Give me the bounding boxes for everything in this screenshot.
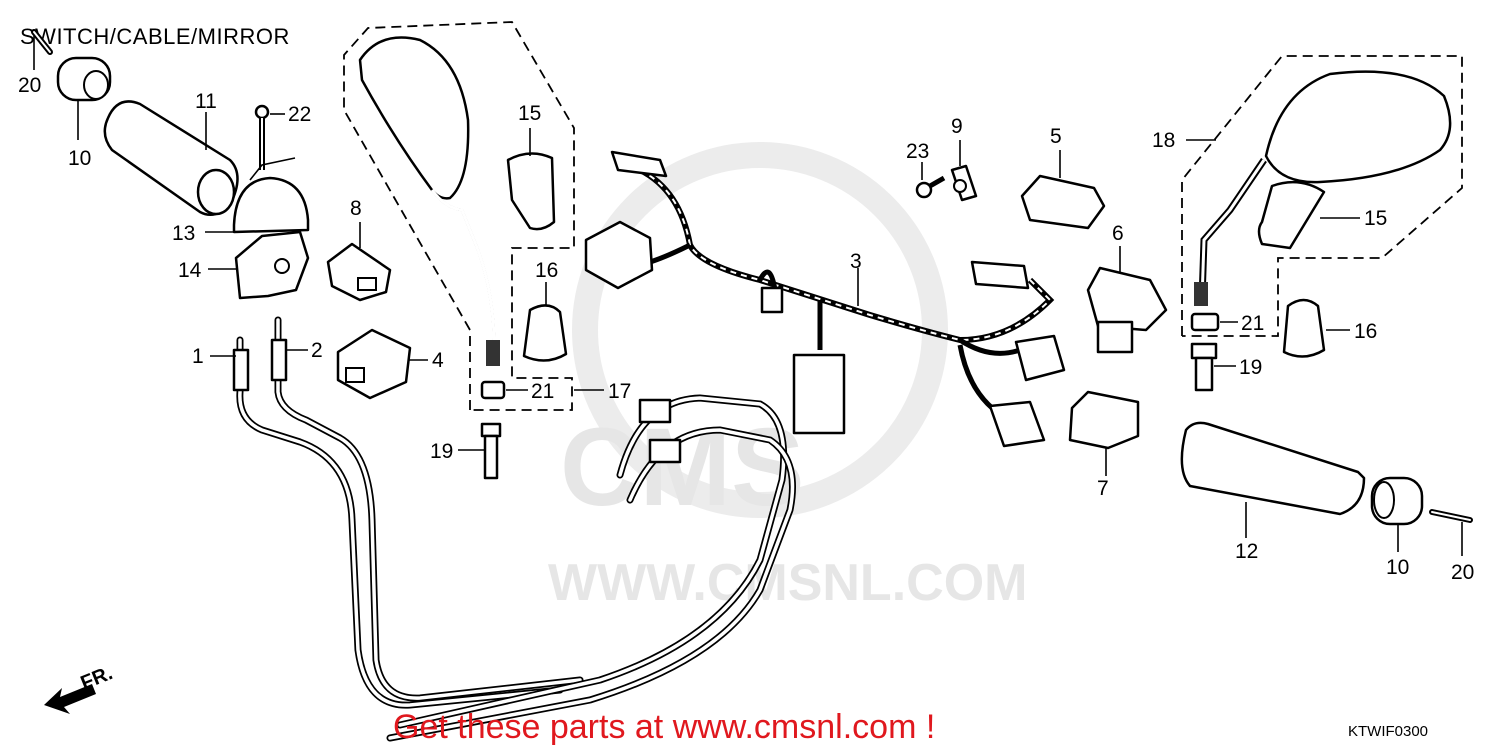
part-23-screw <box>915 175 946 199</box>
callout-14: 14 <box>178 259 202 282</box>
part-7-switch <box>1068 390 1140 450</box>
part-4-switch <box>336 328 412 400</box>
callout-10-right: 10 <box>1386 556 1409 579</box>
callout-21-right: 21 <box>1241 312 1264 335</box>
callout-22: 22 <box>288 103 311 126</box>
diagram-code: KTWIF0300 <box>1348 723 1428 740</box>
part-12-right-grip <box>1180 421 1366 516</box>
front-arrow-icon: FR. <box>44 662 116 714</box>
callout-5: 5 <box>1050 125 1062 148</box>
callout-18: 18 <box>1152 129 1175 152</box>
callout-11: 11 <box>195 90 217 113</box>
callout-1: 1 <box>192 345 204 368</box>
watermark-logo: CMS <box>560 406 804 529</box>
part-15-right-boot <box>1257 180 1326 250</box>
part-16-left-rubber <box>522 304 568 362</box>
part-13-clamp <box>232 157 310 234</box>
promo-link[interactable]: Get these parts at www.cmsnl.com ! <box>393 708 935 746</box>
callout-20-right: 20 <box>1451 561 1474 584</box>
part-10-right-bar-end <box>1370 476 1424 526</box>
callout-6: 6 <box>1112 222 1124 245</box>
callout-3: 3 <box>850 250 862 273</box>
callout-23: 23 <box>906 140 929 163</box>
part-15-left-boot <box>506 152 556 231</box>
part-14-switch-housing <box>234 230 310 300</box>
callout-20-left: 20 <box>18 74 41 97</box>
callout-17: 17 <box>608 380 631 403</box>
part-right-mirror <box>1194 70 1452 306</box>
callout-16-left: 16 <box>535 259 558 282</box>
part-21-left-nut <box>480 380 506 400</box>
part-21-right-nut <box>1190 312 1220 332</box>
callout-21-left: 21 <box>531 380 554 403</box>
callout-13: 13 <box>172 222 195 245</box>
part-19-right-bolt <box>1190 342 1218 392</box>
part-20-right-screw <box>1429 509 1473 523</box>
callout-19-left: 19 <box>430 440 453 463</box>
part-8-switch <box>326 242 392 302</box>
part-5-switch <box>1020 174 1106 230</box>
part-left-mirror <box>358 36 500 366</box>
part-19-left-bolt <box>480 422 502 480</box>
callout-8: 8 <box>350 197 362 220</box>
part-3-wire-harness <box>584 150 1066 448</box>
callout-12: 12 <box>1235 540 1258 563</box>
callout-15-right: 15 <box>1364 207 1387 230</box>
callout-16-right: 16 <box>1354 320 1377 343</box>
callout-9: 9 <box>951 115 963 138</box>
part-22-screw <box>254 104 270 170</box>
part-11-left-grip <box>103 100 239 217</box>
callout-7: 7 <box>1097 477 1109 500</box>
callout-19-right: 19 <box>1239 356 1262 379</box>
brake-cables <box>232 316 796 742</box>
callout-15-left: 15 <box>518 102 541 125</box>
part-6-switch <box>1086 266 1168 354</box>
callout-10-left: 10 <box>68 147 91 170</box>
watermark: CMS WWW.CMSNL.COM <box>548 142 1027 612</box>
part-9-clip <box>950 164 978 202</box>
callout-2: 2 <box>311 339 323 362</box>
part-16-right-rubber <box>1282 298 1326 358</box>
watermark-url: WWW.CMSNL.COM <box>548 554 1027 612</box>
front-marker-label: FR. <box>78 662 116 694</box>
part-10-left-bar-end <box>56 56 112 102</box>
part-20-left-screw <box>31 29 53 55</box>
diagram-title: SWITCH/CABLE/MIRROR <box>20 24 290 49</box>
callout-4: 4 <box>432 349 444 372</box>
